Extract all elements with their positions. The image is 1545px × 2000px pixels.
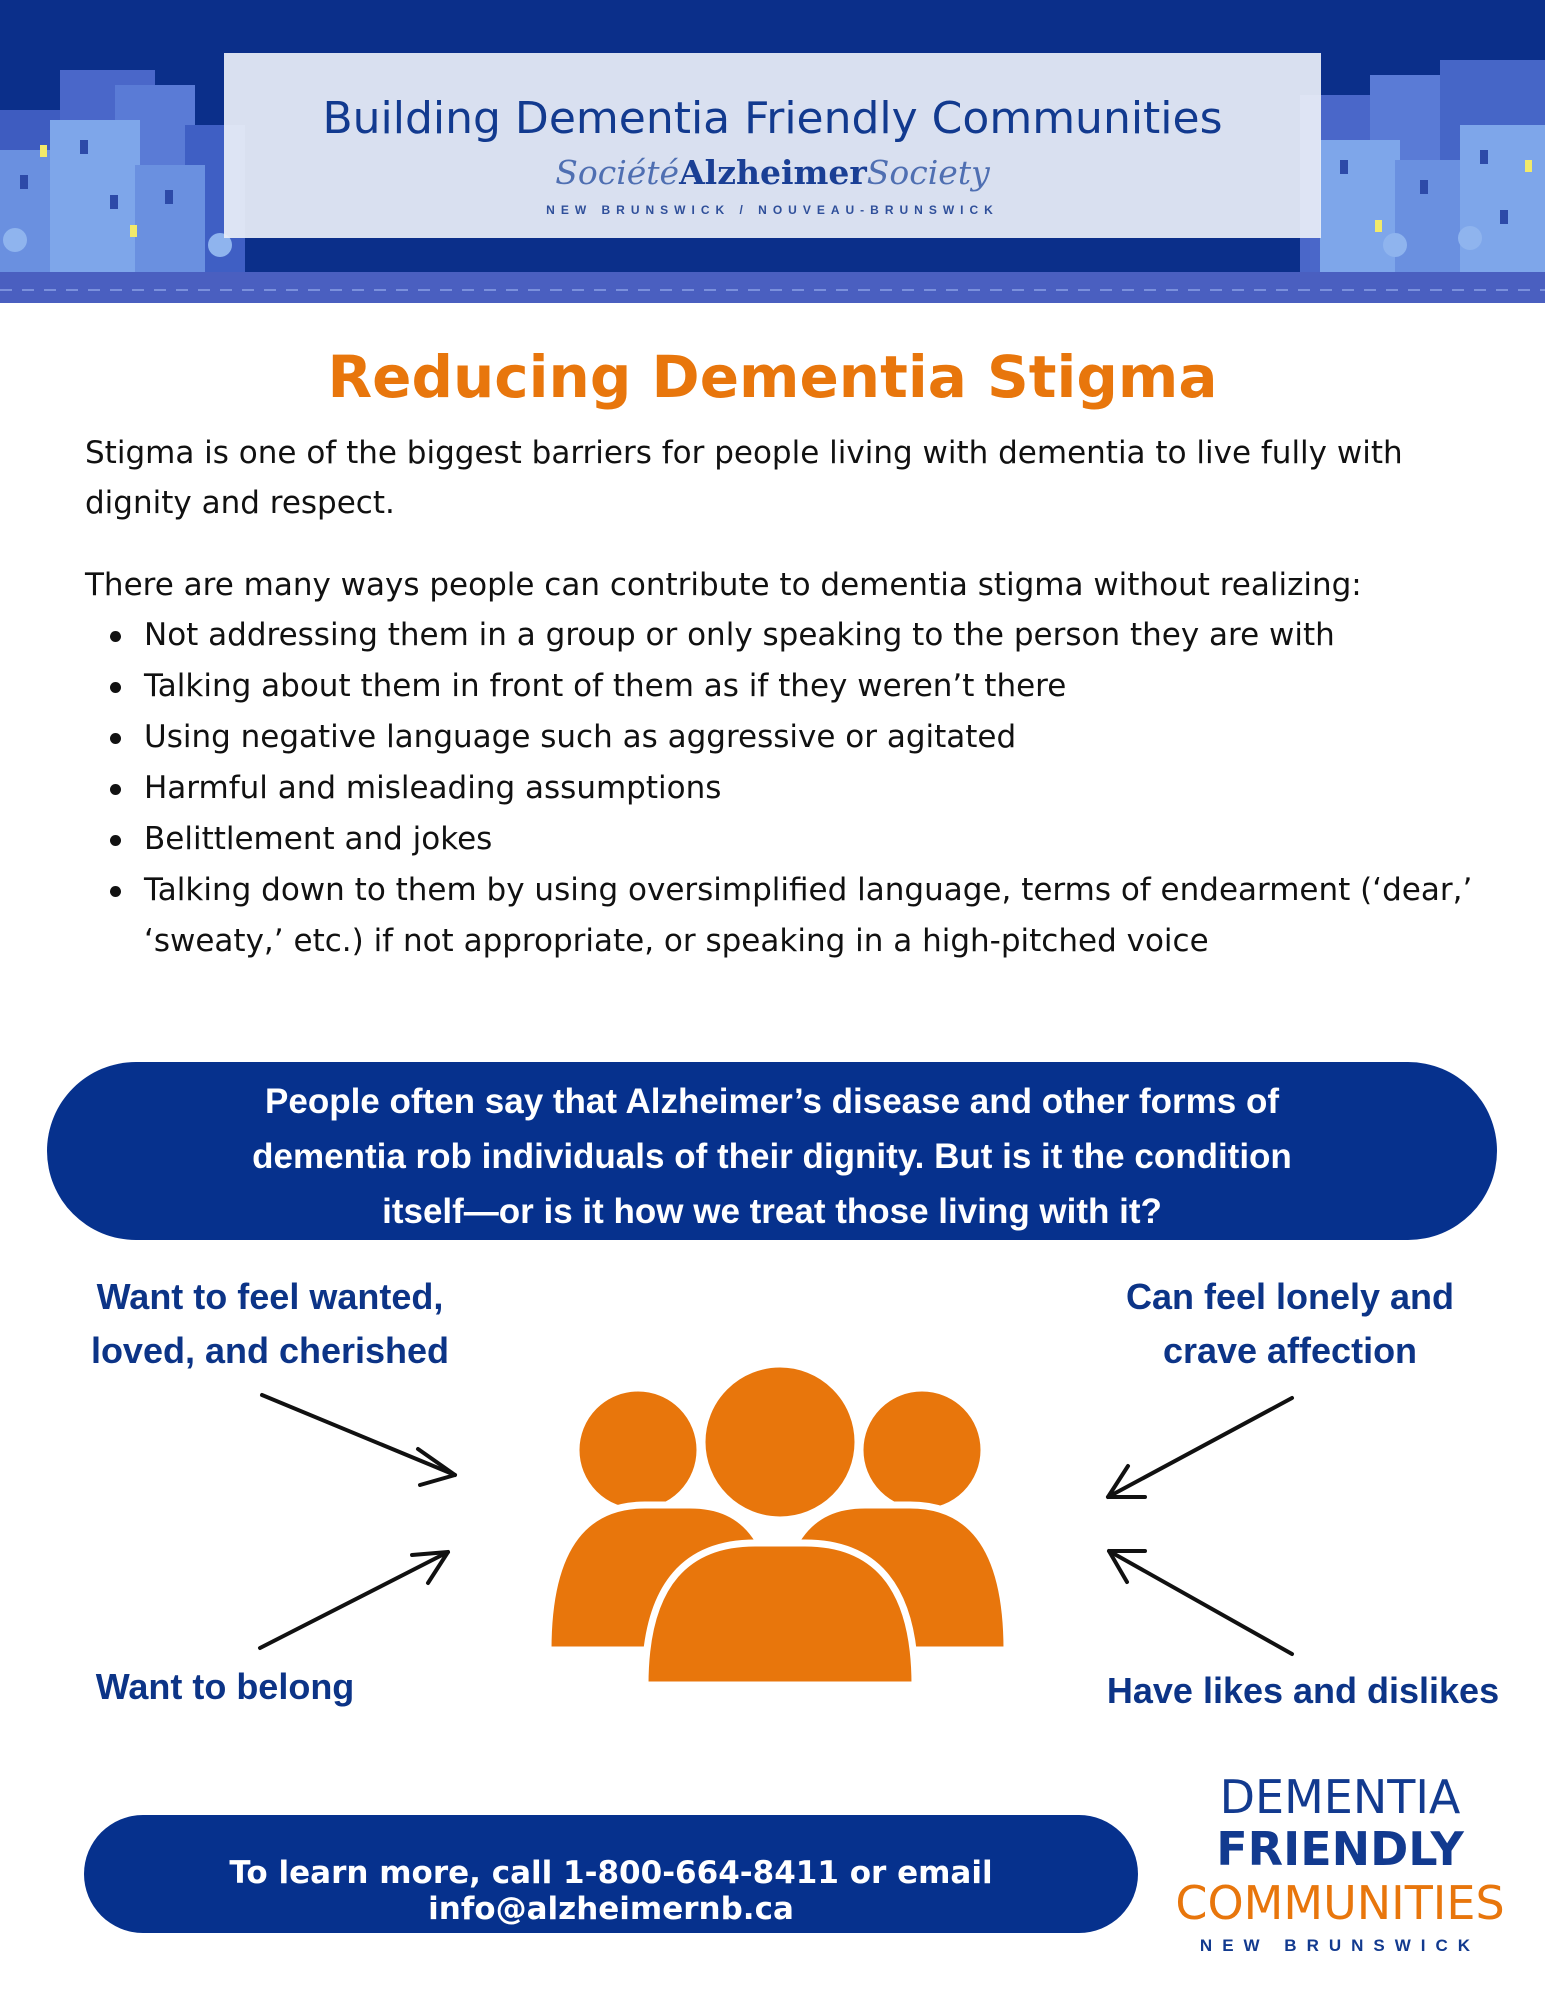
- list-item: Talking about them in front of them as i…: [108, 661, 1508, 712]
- intro-paragraph: Stigma is one of the biggest barriers fo…: [85, 435, 1403, 521]
- society-en: Society: [866, 153, 990, 192]
- header-banner: Building Dementia Friendly Communities S…: [0, 0, 1545, 303]
- lead-paragraph: There are many ways people can contribut…: [85, 567, 1362, 603]
- dementia-friendly-logo: DEMENTIA FRIENDLY COMMUNITIES NEW BRUNSW…: [1150, 1772, 1530, 1956]
- list-item: Using negative language such as aggressi…: [108, 712, 1508, 763]
- contact-banner: To learn more, call 1-800-664-8411 or em…: [84, 1815, 1138, 1933]
- header-title-box: Building Dementia Friendly Communities S…: [224, 53, 1321, 238]
- label-top-left: Want to feel wanted, loved, and cherishe…: [90, 1276, 450, 1371]
- arrow-icon: [1106, 1396, 1294, 1499]
- page-title: Reducing Dementia Stigma: [327, 343, 1218, 411]
- label-bottom-right: Have likes and dislikes: [1106, 1670, 1500, 1711]
- society-fr: Société: [555, 153, 680, 192]
- list-item: Talking down to them by using oversimpli…: [108, 865, 1508, 967]
- contact-text: To learn more, call 1-800-664-8411 or em…: [229, 1855, 993, 1927]
- logo-line-1: DEMENTIA: [1219, 1770, 1461, 1824]
- list-item: Harmful and misleading assumptions: [108, 763, 1508, 814]
- list-item: Not addressing them in a group or only s…: [108, 610, 1508, 661]
- quote-banner: People often say that Alzheimer’s diseas…: [47, 1062, 1497, 1240]
- label-bottom-left: Want to belong: [95, 1666, 355, 1707]
- arrow-icon: [258, 1550, 450, 1650]
- header-title: Building Dementia Friendly Communities: [322, 93, 1223, 144]
- label-top-right: Can feel lonely and crave affection: [1125, 1276, 1455, 1371]
- arrow-icon: [1107, 1549, 1294, 1656]
- stigma-list: Not addressing them in a group or only s…: [108, 610, 1508, 967]
- society-name: Alzheimer: [679, 153, 867, 192]
- logo-line-2: FRIENDLY: [1216, 1822, 1464, 1876]
- society-logo: SociétéAlzheimerSociety: [224, 153, 1321, 192]
- logo-line-3: COMMUNITIES: [1175, 1876, 1505, 1930]
- people-group-icon: [544, 1360, 1011, 1689]
- logo-line-4: NEW BRUNSWICK: [1199, 1936, 1481, 1955]
- list-item: Belittlement and jokes: [108, 814, 1508, 865]
- quote-text: People often say that Alzheimer’s diseas…: [252, 1082, 1292, 1231]
- arrow-icon: [260, 1393, 457, 1487]
- society-region: NEW BRUNSWICK / NOUVEAU-BRUNSWICK: [546, 203, 999, 217]
